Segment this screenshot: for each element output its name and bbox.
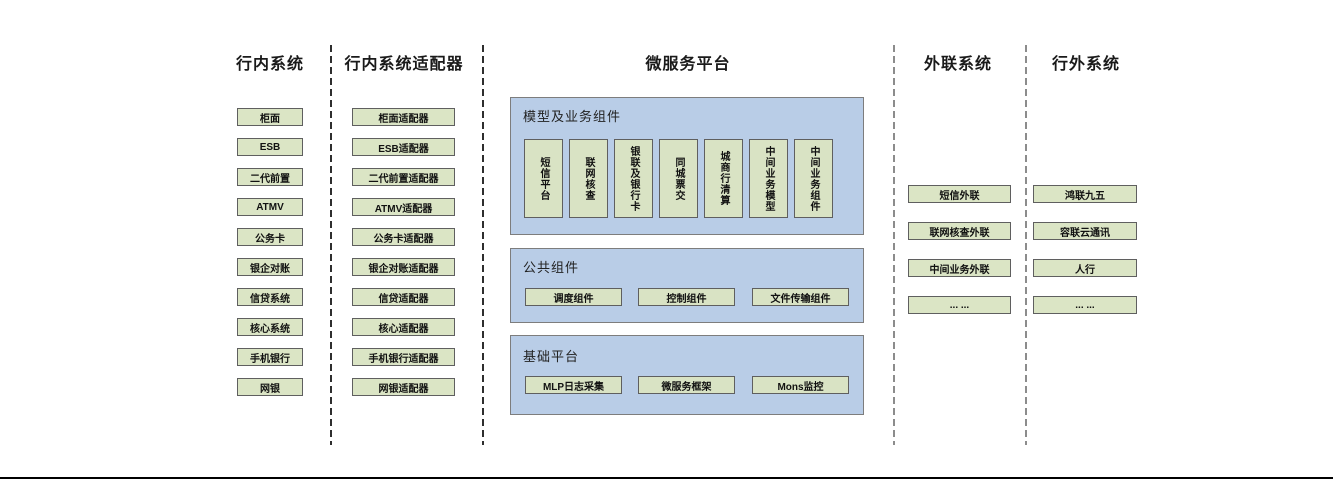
- internal-system-box: 柜面: [237, 108, 303, 126]
- column-header-microservice-platform: 微服务平台: [645, 56, 731, 73]
- base-platform-box: 微服务框架: [638, 376, 735, 394]
- internal-system-box: ESB: [237, 138, 303, 156]
- external-system-box: 人行: [1033, 259, 1137, 277]
- column-header-external-systems: 行外系统: [1051, 56, 1120, 73]
- adapter-box: 银企对账适配器: [352, 258, 455, 276]
- outreach-system-box: 中间业务外联: [908, 259, 1011, 277]
- internal-system-box: 二代前置: [237, 168, 303, 186]
- adapter-box: ESB适配器: [352, 138, 455, 156]
- business-component-box: 联网核查: [569, 139, 608, 218]
- section-public-components: 公共组件 调度组件 控制组件 文件传输组件: [510, 248, 864, 323]
- outreach-system-box: 短信外联: [908, 185, 1011, 203]
- business-component-box: 中间业务模型: [749, 139, 788, 218]
- business-component-box: 银联及银行卡: [614, 139, 653, 218]
- external-system-box: 鸿联九五: [1033, 185, 1137, 203]
- internal-system-box: 核心系统: [237, 318, 303, 336]
- adapter-box: 信贷适配器: [352, 288, 455, 306]
- column-header-internal-systems: 行内系统: [235, 56, 304, 73]
- external-system-box: 容联云通讯: [1033, 222, 1137, 240]
- column-header-internal-adapters: 行内系统适配器: [344, 56, 464, 73]
- internal-system-box: 网银: [237, 378, 303, 396]
- internal-system-box: ATMV: [237, 198, 303, 216]
- internal-system-box: 手机银行: [237, 348, 303, 366]
- public-component-box: 文件传输组件: [752, 288, 849, 306]
- separator-dashed-line-4: [1025, 45, 1027, 445]
- column-header-outreach-systems: 外联系统: [923, 56, 992, 73]
- adapter-box: 核心适配器: [352, 318, 455, 336]
- business-component-box: 中间业务组件: [794, 139, 833, 218]
- adapter-box: 网银适配器: [352, 378, 455, 396]
- adapter-box: 二代前置适配器: [352, 168, 455, 186]
- external-system-box: ... ...: [1033, 296, 1137, 314]
- section-model-business-components: 模型及业务组件 短信平台 联网核查 银联及银行卡 同城票交 城商行清算 中间业务…: [510, 97, 864, 235]
- section-title: 公共组件: [523, 260, 580, 275]
- business-component-box: 城商行清算: [704, 139, 743, 218]
- base-platform-box: Mons监控: [752, 376, 849, 394]
- section-title: 基础平台: [523, 349, 580, 364]
- section-title: 模型及业务组件: [523, 109, 622, 124]
- public-component-box: 调度组件: [525, 288, 622, 306]
- adapter-box: 柜面适配器: [352, 108, 455, 126]
- adapter-box: 公务卡适配器: [352, 228, 455, 246]
- internal-system-box: 银企对账: [237, 258, 303, 276]
- section-base-platform: 基础平台 MLP日志采集 微服务框架 Mons监控: [510, 335, 864, 415]
- public-component-box: 控制组件: [638, 288, 735, 306]
- business-component-box: 短信平台: [524, 139, 563, 218]
- base-platform-box: MLP日志采集: [525, 376, 622, 394]
- separator-dashed-line-3: [893, 45, 895, 445]
- adapter-box: 手机银行适配器: [352, 348, 455, 366]
- outreach-system-box: ... ...: [908, 296, 1011, 314]
- business-component-box: 同城票交: [659, 139, 698, 218]
- separator-dashed-line-1: [330, 45, 332, 445]
- outreach-system-box: 联网核查外联: [908, 222, 1011, 240]
- adapter-box: ATMV适配器: [352, 198, 455, 216]
- bottom-divider-line: [0, 477, 1333, 479]
- internal-system-box: 信贷系统: [237, 288, 303, 306]
- internal-system-box: 公务卡: [237, 228, 303, 246]
- separator-dashed-line-2: [482, 45, 484, 445]
